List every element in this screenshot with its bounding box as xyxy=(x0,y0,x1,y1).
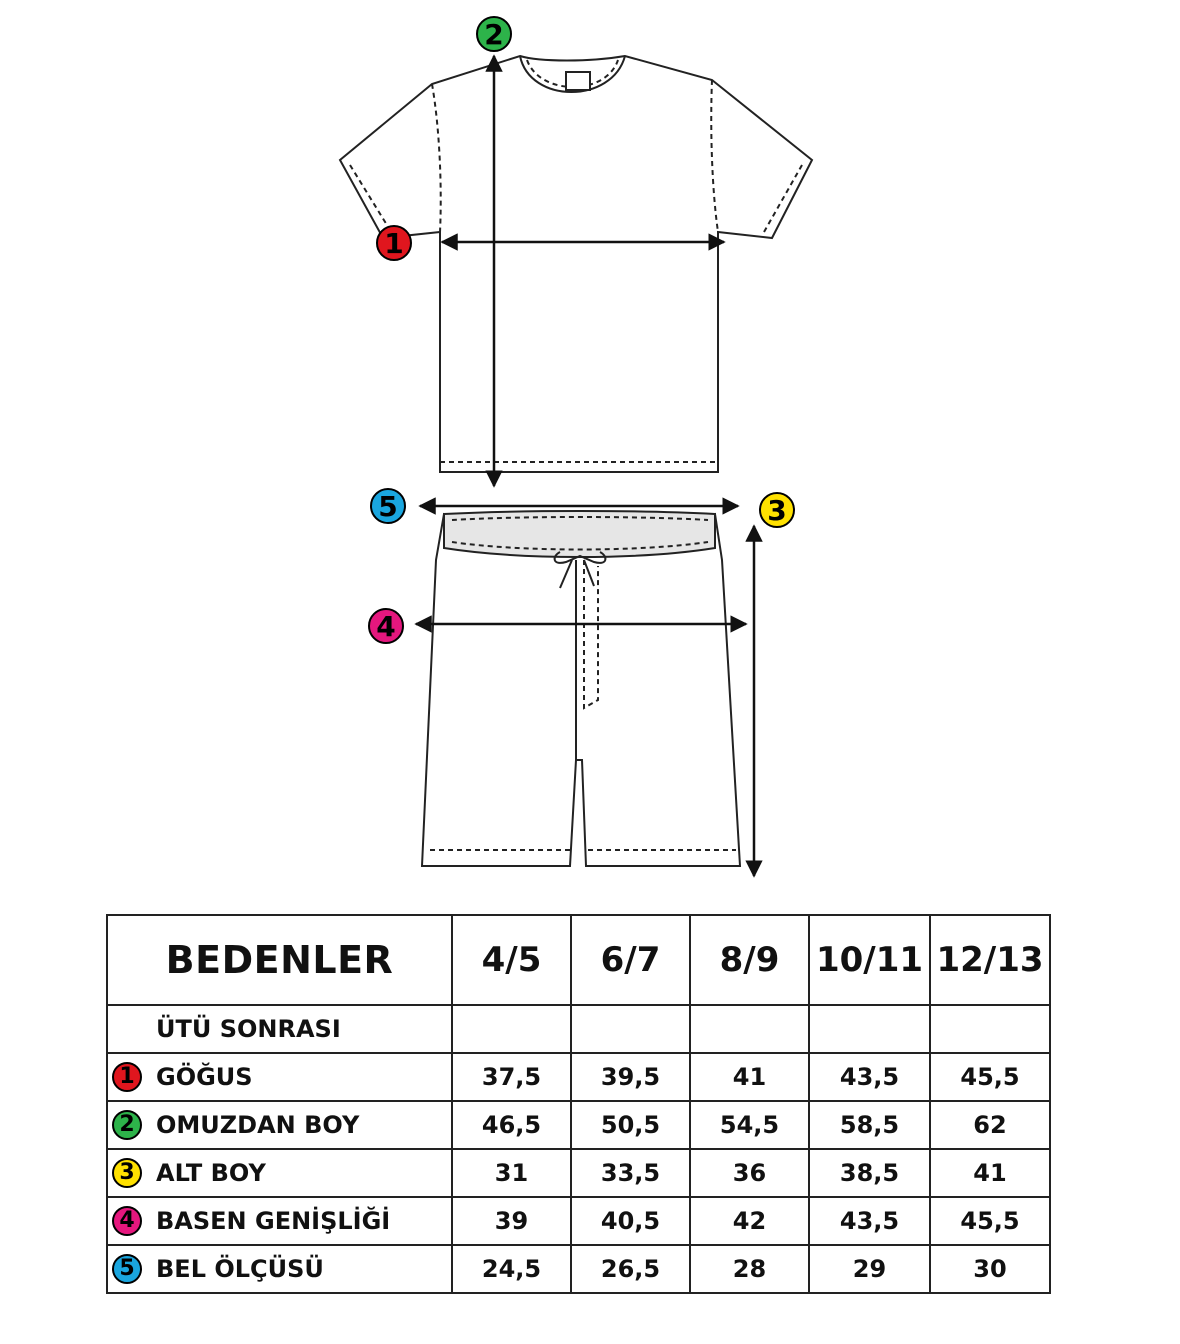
table-row-shoulder-length: 2 OMUZDAN BOY 46,5 50,5 54,5 58,5 62 xyxy=(106,1100,1051,1150)
subheader-text: ÜTÜ SONRASI xyxy=(156,1015,341,1043)
table-cell: 45,5 xyxy=(929,1196,1051,1246)
marker-dot-1: 1 xyxy=(112,1062,142,1092)
table-cell: 41 xyxy=(929,1148,1051,1198)
table-cell: 30 xyxy=(929,1244,1051,1294)
shorts-drawing xyxy=(420,510,742,867)
marker-4-text: 4 xyxy=(376,610,395,643)
marker-2: 2 xyxy=(476,16,512,52)
table-cell: 54,5 xyxy=(689,1100,810,1150)
table-cell: 62 xyxy=(929,1100,1051,1150)
table-cell: 42 xyxy=(689,1196,810,1246)
table-cell: 50,5 xyxy=(570,1100,691,1150)
row-label: OMUZDAN BOY xyxy=(156,1111,360,1139)
row-label: GÖĞUS xyxy=(156,1063,253,1091)
size-header-row: BEDENLER 4/5 6/7 8/9 10/11 12/13 xyxy=(106,914,1051,1006)
after-ironing-label: ÜTÜ SONRASI xyxy=(106,1004,453,1054)
marker-1-text: 1 xyxy=(384,227,403,260)
subheader-row: ÜTÜ SONRASI xyxy=(106,1004,1051,1054)
table-row-bottom-length: 3 ALT BOY 31 33,5 36 38,5 41 xyxy=(106,1148,1051,1198)
table-cell: 40,5 xyxy=(570,1196,691,1246)
table-cell: 26,5 xyxy=(570,1244,691,1294)
marker-3-circle xyxy=(759,492,795,528)
row-label: BASEN GENİŞLİĞİ xyxy=(156,1207,391,1235)
size-table: BEDENLER 4/5 6/7 8/9 10/11 12/13 ÜTÜ SON… xyxy=(106,914,1051,1294)
sizes-heading: BEDENLER xyxy=(106,914,453,1006)
marker-5: 5 xyxy=(370,488,406,524)
table-cell: 28 xyxy=(689,1244,810,1294)
table-cell: 31 xyxy=(451,1148,572,1198)
marker-1: 1 xyxy=(376,225,412,261)
marker-5-text: 5 xyxy=(378,490,397,523)
table-cell: 38,5 xyxy=(808,1148,931,1198)
table-cell: 24,5 xyxy=(451,1244,572,1294)
marker-dot-2: 2 xyxy=(112,1110,142,1140)
marker-dot-5: 5 xyxy=(112,1254,142,1284)
table-cell: 58,5 xyxy=(808,1100,931,1150)
marker-dot-4: 4 xyxy=(112,1206,142,1236)
empty-cell xyxy=(570,1004,691,1054)
table-row-hip-width: 4 BASEN GENİŞLİĞİ 39 40,5 42 43,5 45,5 xyxy=(106,1196,1051,1246)
marker-4-circle xyxy=(368,608,404,644)
size-col-header: 8/9 xyxy=(689,914,810,1006)
table-cell: 39,5 xyxy=(570,1052,691,1102)
size-col-header: 4/5 xyxy=(451,914,572,1006)
marker-3-text: 3 xyxy=(767,494,786,527)
empty-cell xyxy=(451,1004,572,1054)
marker-3: 3 xyxy=(759,492,795,528)
table-row-chest: 1 GÖĞUS 37,5 39,5 41 43,5 45,5 xyxy=(106,1052,1051,1102)
table-cell: 43,5 xyxy=(808,1052,931,1102)
size-col-header: 10/11 xyxy=(808,914,931,1006)
table-cell: 33,5 xyxy=(570,1148,691,1198)
empty-cell xyxy=(689,1004,810,1054)
table-row-waist: 5 BEL ÖLÇÜSÜ 24,5 26,5 28 29 30 xyxy=(106,1244,1051,1294)
table-cell: 43,5 xyxy=(808,1196,931,1246)
table-cell: 29 xyxy=(808,1244,931,1294)
marker-2-circle xyxy=(476,16,512,52)
size-col-header: 12/13 xyxy=(929,914,1051,1006)
row-label: ALT BOY xyxy=(156,1159,266,1187)
empty-cell xyxy=(808,1004,931,1054)
table-cell: 41 xyxy=(689,1052,810,1102)
tshirt-drawing xyxy=(338,54,814,473)
marker-1-circle xyxy=(376,225,412,261)
table-cell: 39 xyxy=(451,1196,572,1246)
table-cell: 36 xyxy=(689,1148,810,1198)
table-cell: 45,5 xyxy=(929,1052,1051,1102)
marker-5-circle xyxy=(370,488,406,524)
empty-cell xyxy=(929,1004,1051,1054)
measurement-arrows xyxy=(414,54,763,878)
table-cell: 46,5 xyxy=(451,1100,572,1150)
row-label: BEL ÖLÇÜSÜ xyxy=(156,1255,324,1283)
marker-2-text: 2 xyxy=(484,18,503,51)
garment-diagram: 1 2 3 4 5 xyxy=(338,16,814,878)
marker-4: 4 xyxy=(368,608,404,644)
size-col-header: 6/7 xyxy=(570,914,691,1006)
marker-dot-3: 3 xyxy=(112,1158,142,1188)
table-cell: 37,5 xyxy=(451,1052,572,1102)
